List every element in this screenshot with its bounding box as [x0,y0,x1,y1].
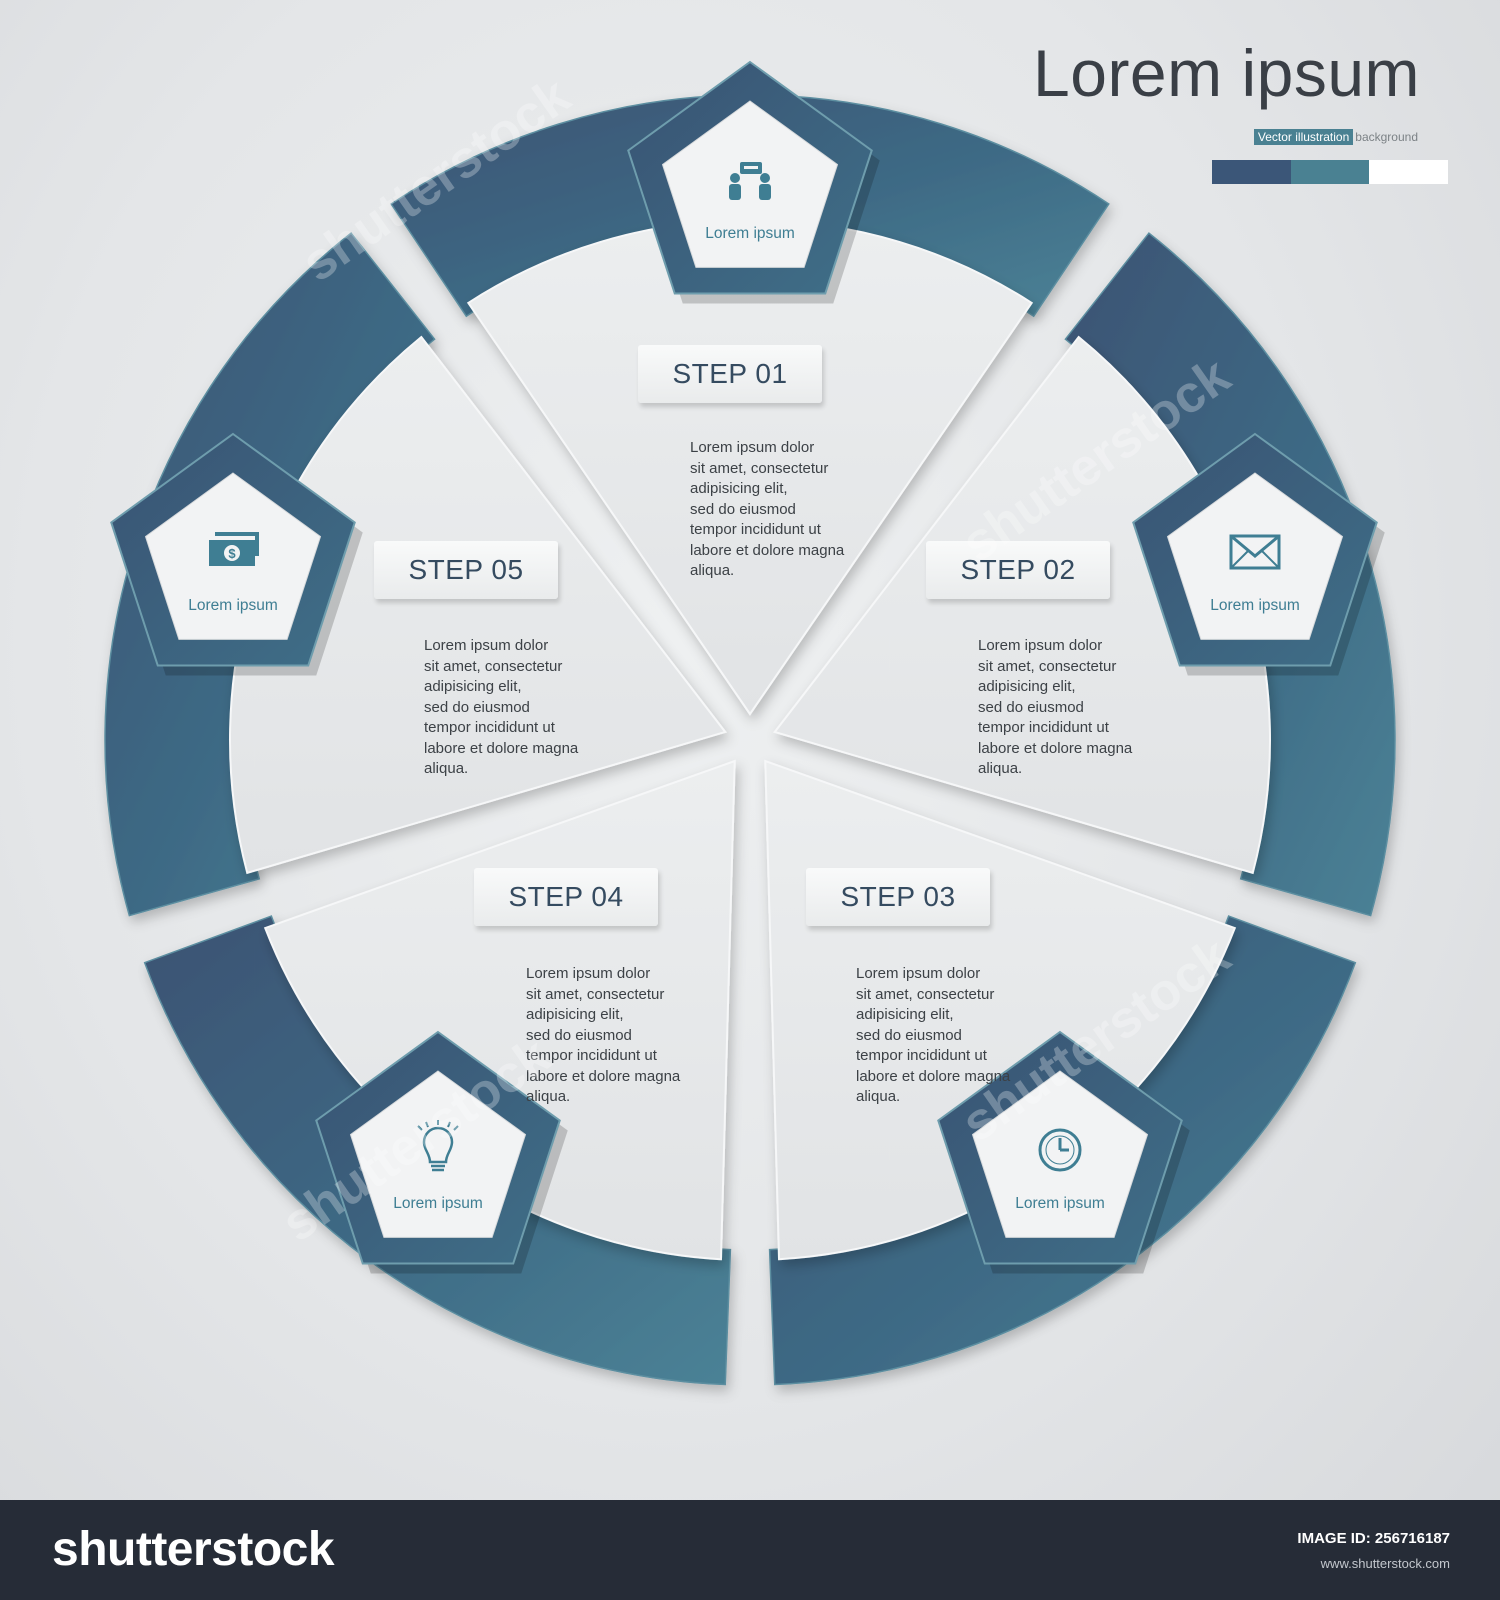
image-id: IMAGE ID: 256716187 [1297,1530,1450,1547]
step-2-badge: Lorem ipsum [1132,432,1385,676]
badge-face [661,100,839,268]
subtitle-rest: background [1355,130,1418,144]
palette-swatch [1369,160,1449,184]
badge-label: Lorem ipsum [1015,1195,1105,1212]
step-3-badge: Lorem ipsum [937,1030,1190,1274]
step-5-label: STEP 05 [374,541,558,599]
step-1-label: STEP 01 [638,345,822,403]
subtitle-highlight: Vector illustration [1253,129,1354,145]
badge-face [971,1070,1149,1238]
lightbulb-icon [417,1120,459,1172]
step-3-label: STEP 03 [806,868,990,926]
step-2-label: STEP 02 [926,541,1110,599]
step-4-badge: Lorem ipsum [315,1030,568,1274]
step-5-text: Lorem ipsum dolor sit amet, consectetur … [424,637,579,777]
palette-swatch [1290,160,1370,184]
palette-swatch [1212,160,1291,184]
badge-label: Lorem ipsum [393,1195,483,1212]
site-url: www.shutterstock.com [1320,1556,1450,1571]
step-2-text: Lorem ipsum dolor sit amet, consectetur … [978,637,1133,777]
badge-label: Lorem ipsum [1210,597,1300,614]
clock-icon [1038,1128,1082,1172]
step-1-badge: Lorem ipsum [627,60,880,304]
step-3-text: Lorem ipsum dolor sit amet, consectetur … [856,965,1011,1105]
badge-face [349,1070,527,1238]
badge-label: Lorem ipsum [188,597,278,614]
envelope-icon [1229,534,1281,570]
page-title: Lorem ipsum [1033,36,1420,110]
step-1-text: Lorem ipsum dolor sit amet, consectetur … [690,439,845,579]
step-4-text: Lorem ipsum dolor sit amet, consectetur … [526,965,681,1105]
svg-text:$: $ [228,546,236,561]
people-meeting-icon [729,162,771,200]
color-palette [1212,160,1449,184]
step-5-badge: $ Lorem ipsum [110,432,363,676]
brand-logo: shutterstock [52,1523,335,1576]
badge-label: Lorem ipsum [705,225,795,242]
step-4-label: STEP 04 [474,868,658,926]
footer-bar: shutterstock IMAGE ID: 256716187 www.shu… [0,1500,1500,1600]
money-icon: $ [209,532,259,566]
